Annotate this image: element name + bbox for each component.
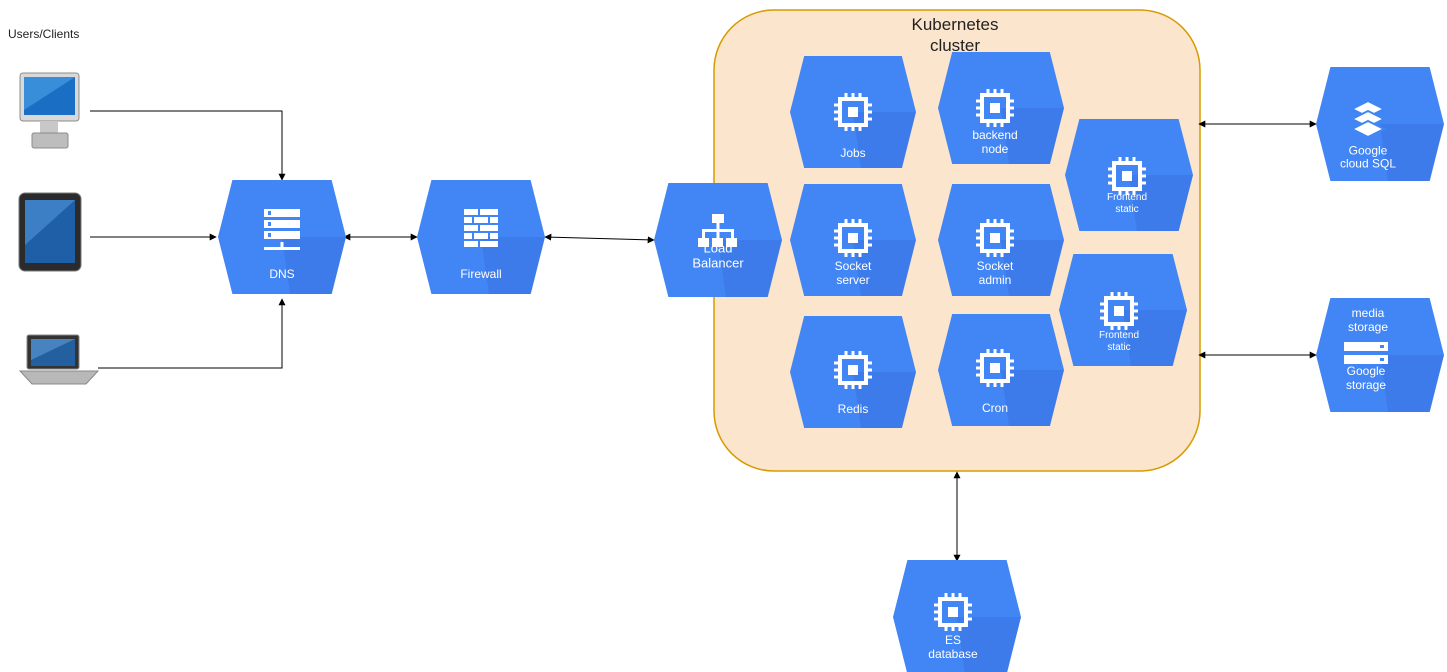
- node-label: Redis: [838, 402, 869, 416]
- hexagon-shade: [853, 240, 916, 296]
- chip-icon: [1108, 157, 1146, 195]
- chip-icon: [834, 351, 872, 389]
- hexagon-shade: [957, 617, 1021, 672]
- chip-icon: [834, 219, 872, 257]
- node-label: DNS: [269, 267, 294, 281]
- hexagon-shape: [1316, 67, 1444, 181]
- hexagon-shape: [938, 52, 1064, 164]
- chip-icon: [1100, 292, 1138, 330]
- node-label: backend: [972, 128, 1017, 142]
- hexagon-shade: [1001, 240, 1064, 296]
- node-label: Firewall: [460, 267, 501, 281]
- users-clients: Users/Clients: [8, 27, 100, 385]
- node-label: server: [836, 273, 869, 287]
- dns-server-icon: [264, 209, 300, 250]
- hexagon-shade: [1001, 108, 1064, 164]
- node-dns: DNS: [218, 180, 346, 294]
- node-top-label: storage: [1348, 320, 1388, 334]
- hexagon-shade: [1380, 355, 1444, 412]
- node-label: Socket: [835, 259, 872, 273]
- storage-icon: [1344, 342, 1388, 364]
- node-label: Cron: [982, 401, 1008, 415]
- load-balancer-icon: [698, 214, 737, 247]
- users-clients-title: Users/Clients: [8, 27, 79, 41]
- node-label: Frontend: [1099, 330, 1139, 341]
- node-label: static: [1107, 342, 1130, 353]
- cluster-title-line1: Kubernetes: [912, 15, 999, 34]
- node-label: Balancer: [692, 256, 744, 271]
- chip-icon: [976, 89, 1014, 127]
- node-label: ES: [945, 633, 961, 647]
- hexagon-shade: [1123, 310, 1187, 366]
- node-label: Load: [704, 241, 733, 256]
- connector-desktop-dns: [90, 110, 286, 181]
- hexagon-shade: [1380, 124, 1444, 181]
- node-label: node: [982, 142, 1009, 156]
- chip-icon: [934, 593, 972, 631]
- hexagon-shade: [481, 237, 545, 294]
- node-top-label: media: [1352, 306, 1385, 320]
- node-label: storage: [1346, 378, 1386, 392]
- node-label: Frontend: [1107, 192, 1147, 203]
- node-label: Google: [1349, 144, 1388, 158]
- chip-icon: [976, 219, 1014, 257]
- hexagon-shade: [718, 240, 782, 297]
- connector-laptop-dns: [98, 298, 286, 369]
- node-label: admin: [979, 273, 1012, 287]
- node-firewall: Firewall: [417, 180, 545, 294]
- node-redis: Redis: [790, 316, 916, 428]
- laptop-icon: [18, 334, 100, 385]
- node-label: Socket: [977, 259, 1014, 273]
- node-label: Jobs: [840, 146, 865, 160]
- chip-icon: [976, 349, 1014, 387]
- cluster-title-line2: cluster: [930, 36, 980, 55]
- node-label: cloud SQL: [1340, 157, 1396, 171]
- desktop-monitor-icon: [19, 72, 80, 149]
- hexagon-shade: [1001, 370, 1064, 426]
- node-jobs: Jobs: [790, 56, 916, 168]
- cloud-sql-icon: [1349, 99, 1387, 139]
- node-cron: Cron: [938, 314, 1064, 426]
- node-label: Google: [1347, 364, 1386, 378]
- tablet-icon: [18, 192, 82, 272]
- connectors: [90, 110, 1317, 562]
- hexagon-shade: [853, 372, 916, 428]
- node-label: static: [1115, 204, 1138, 215]
- chip-icon: [834, 93, 872, 131]
- hexagon-shape: [938, 184, 1064, 296]
- firewall-icon: [464, 209, 498, 247]
- hexagon-shade: [1129, 175, 1193, 231]
- node-label: database: [928, 647, 978, 661]
- hexagon-shape: [938, 314, 1064, 426]
- hexagon-shade: [853, 112, 916, 168]
- hexagon-shade: [282, 237, 346, 294]
- connector-firewall-lb: [544, 233, 655, 244]
